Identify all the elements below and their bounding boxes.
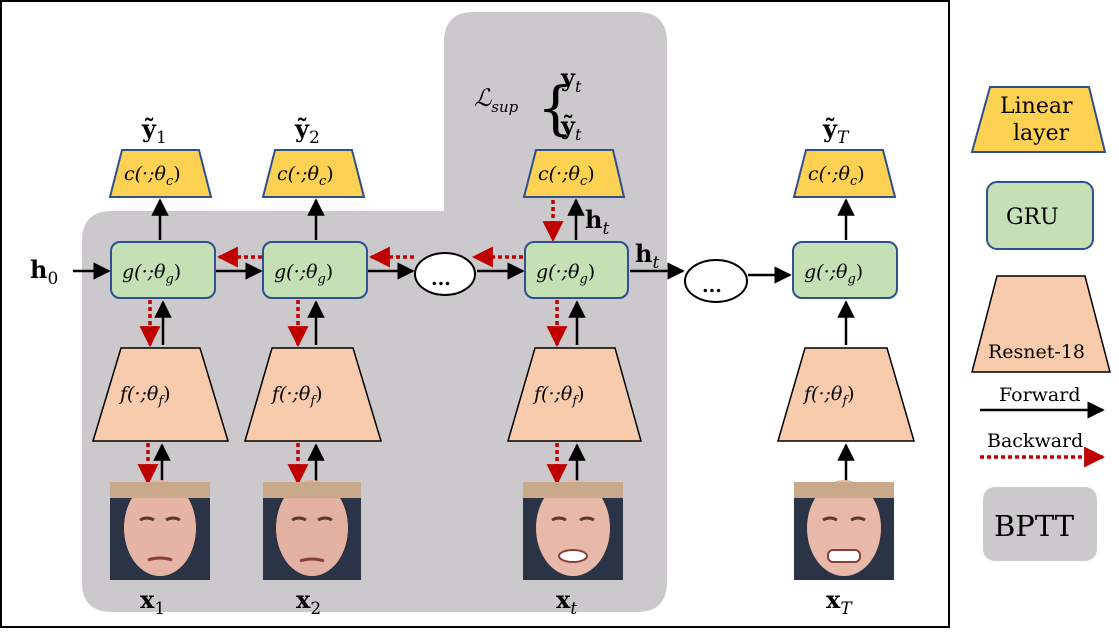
loss-target: yt <box>560 63 582 96</box>
legend-bptt-swatch <box>983 487 1097 561</box>
feature-block-1 <box>91 347 230 442</box>
face-image-2 <box>263 480 361 580</box>
classifier-label-t: c(·;θc) <box>538 163 595 189</box>
bptt-region <box>82 12 667 612</box>
legend: Linear layer GRU Resnet-18 Forward Backw… <box>970 86 1111 561</box>
ellipsis-label-1: ... <box>431 268 451 290</box>
step-2: ỹ2 c(·;θc) g(·;θg) f(·;θf) x2 <box>244 114 383 619</box>
legend-linear-line2: layer <box>1013 121 1070 146</box>
gru-block-t <box>524 241 629 299</box>
feature-label-1: f(·;θf) <box>118 383 171 409</box>
ht-horizontal-label: ht <box>635 239 659 273</box>
legend-linear-line1: Linear <box>1000 94 1073 119</box>
gru-block-T <box>792 241 898 299</box>
loss-brace: { <box>537 74 574 142</box>
ellipsis-node-2 <box>684 259 748 303</box>
step-1: ỹ1 c(·;θc) g(·;θg) f(·;θf) x1 <box>91 114 230 619</box>
output-label-1: ỹ1 <box>141 114 167 148</box>
diagram-frame <box>0 0 950 628</box>
legend-forward-label: Forward <box>999 384 1081 406</box>
legend-resnet-label: Resnet-18 <box>988 341 1085 363</box>
feature-label-t: f(·;θf) <box>532 383 585 409</box>
input-label-2: x2 <box>296 585 321 619</box>
classifier-block-2 <box>261 149 366 198</box>
loss-pred: ỹt <box>560 111 582 144</box>
feature-block-t <box>507 347 642 442</box>
gru-label-1: g(·;θg) <box>122 261 181 287</box>
step-t: ℒsup { yt ỹt c(·;θc) ht g(·;θg) f(·;θf) … <box>474 63 642 619</box>
gru-label-t: g(·;θg) <box>536 261 595 287</box>
legend-backward-label: Backward <box>987 430 1083 452</box>
feature-label-T: f(·;θf) <box>802 383 855 409</box>
feature-block-T <box>777 347 915 442</box>
legend-gru-label: GRU <box>1006 205 1059 230</box>
legend-gru-swatch <box>986 181 1094 250</box>
input-label-t: xt <box>556 585 577 619</box>
loss-label: ℒsup { yt ỹt <box>474 63 582 144</box>
input-label-1: x1 <box>140 585 165 619</box>
gru-block-2 <box>262 241 368 299</box>
h0-label: h0 <box>30 255 58 289</box>
legend-resnet-swatch <box>971 275 1111 373</box>
gru-label-T: g(·;θg) <box>804 261 863 287</box>
gru-label-2: g(·;θg) <box>274 261 333 287</box>
classifier-block-T <box>792 149 897 198</box>
face-image-1 <box>110 480 210 580</box>
classifier-label-T: c(·;θc) <box>808 163 865 189</box>
face-image-T <box>794 480 894 580</box>
gru-block-1 <box>110 241 216 299</box>
output-label-2: ỹ2 <box>294 114 320 148</box>
classifier-block-t <box>522 149 626 198</box>
classifier-label-2: c(·;θc) <box>277 163 334 189</box>
loss-symbol: ℒsup <box>474 84 519 116</box>
input-label-T: xT <box>826 585 853 619</box>
face-image-t <box>523 480 623 580</box>
feature-block-2 <box>244 347 383 442</box>
legend-linear-swatch <box>970 86 1107 153</box>
legend-bptt-label: BPTT <box>994 509 1075 543</box>
output-label-T: ỹT <box>822 114 850 148</box>
ellipsis-node-1 <box>414 252 476 296</box>
classifier-block-1 <box>108 149 213 198</box>
ellipsis-label-2: ... <box>702 275 722 297</box>
classifier-label-1: c(·;θc) <box>124 163 181 189</box>
step-T: ỹT c(·;θc) g(·;θg) f(·;θf) xT <box>777 114 915 619</box>
feature-label-2: f(·;θf) <box>270 383 323 409</box>
ht-vertical-label: ht <box>585 205 609 239</box>
